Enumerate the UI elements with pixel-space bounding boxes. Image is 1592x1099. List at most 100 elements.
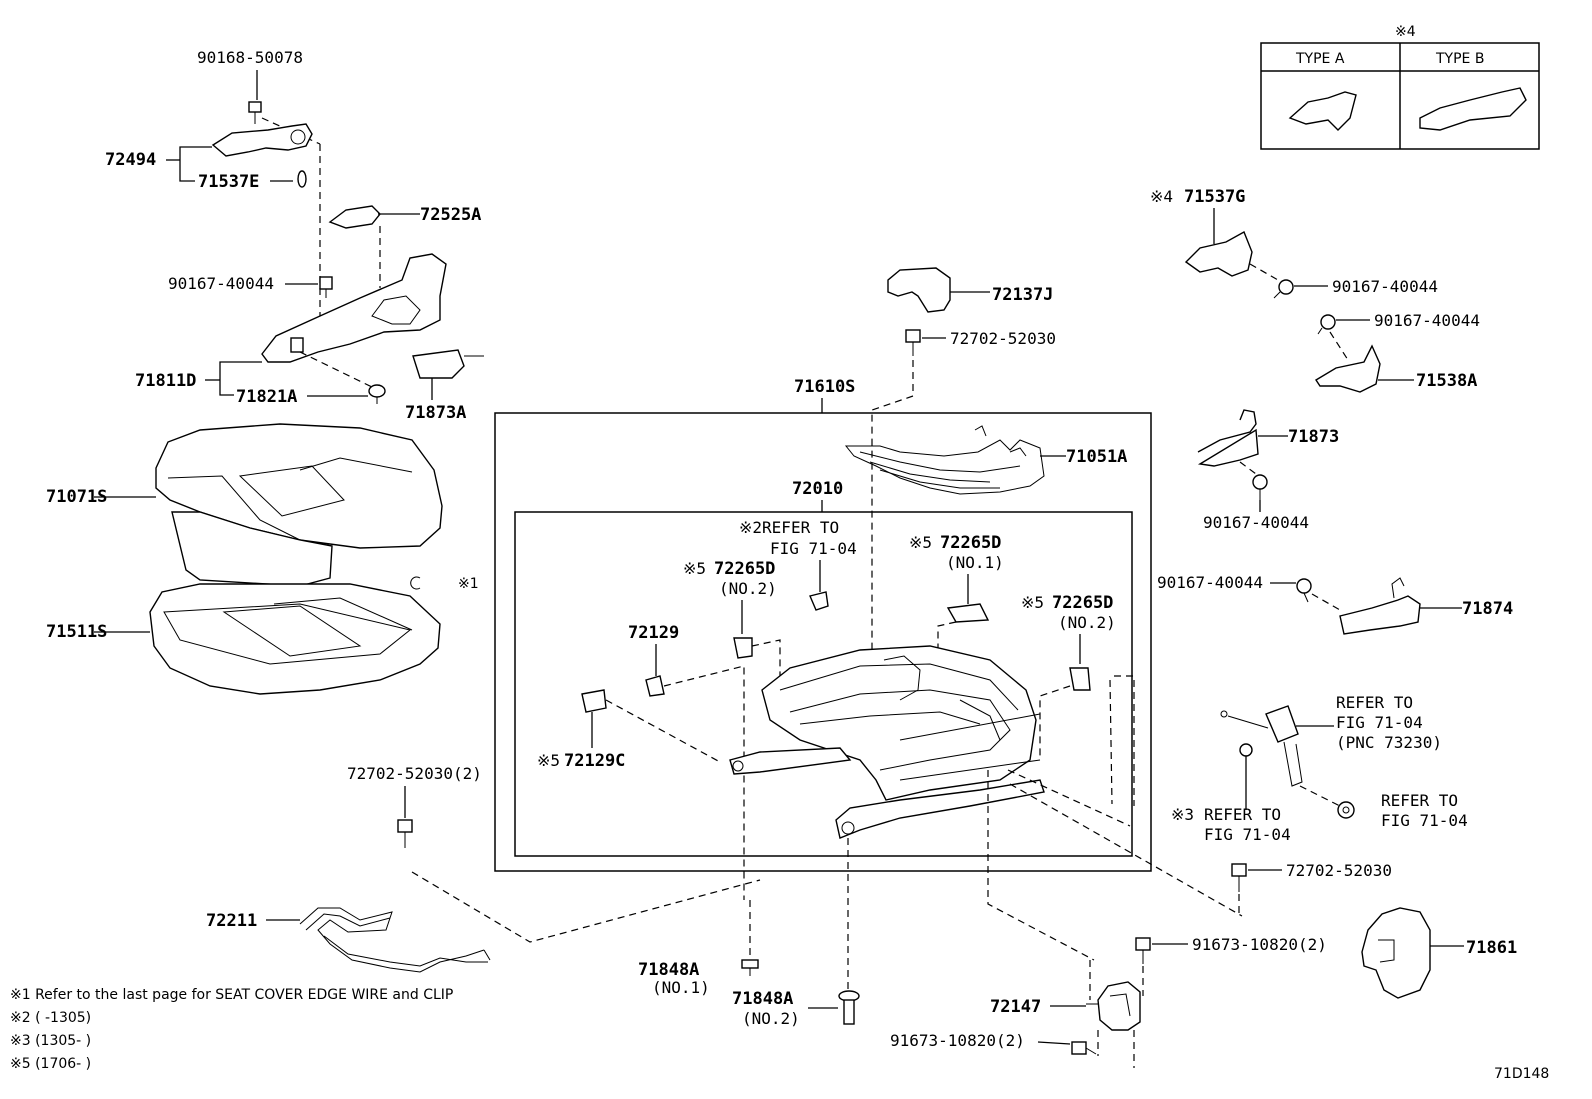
footnote-2: ※2 ( -1305) [10,1010,91,1026]
refer-nut-line1: REFER TO [1381,791,1458,810]
clip-72265D-no1-icon [946,603,990,623]
clip-72265D-no2-left-icon [733,637,753,659]
cover-72525A-icon [328,205,381,229]
clip-71821A-icon [290,337,304,353]
clip-72129C-icon [581,689,607,713]
seat-belt-buckle-icon [1220,705,1303,787]
refer2-line1: ※2REFER TO [739,518,839,537]
seat-frame-72010-icon [729,645,1045,839]
label-71811D: 71811D [135,371,196,391]
bracket-71873-icon [1197,409,1259,467]
bolt-icon [1296,578,1312,603]
wire-72211-icon [305,913,488,967]
footnote-4: ※5 (1706- ) [10,1056,91,1072]
label-71537G-mark: ※4 [1150,187,1173,206]
footnote-1: ※1 Refer to the last page for SEAT COVER… [10,987,453,1003]
spring-71051A-icon [844,439,1045,495]
label-71537E: 71537E [198,172,259,192]
label-72265D-right: 72265D [1052,593,1113,613]
cover-72137J-icon [887,267,951,313]
clip-72129-icon [645,675,665,697]
label-71873A: 71873A [405,403,466,423]
label-71511S: 71511S [46,622,107,642]
refer-belt-line2: FIG 71-04 [1336,713,1423,732]
footnote-3: ※3 (1305- ) [10,1033,91,1049]
seat-side-shield-71811D-icon [261,253,447,363]
label-71537G: 71537G [1184,187,1245,207]
type-a-label: TYPE A [1295,51,1345,67]
label-90167-40044-e: 90167-40044 [1157,573,1263,592]
refer2-line2: FIG 71-04 [770,539,857,558]
bolt-icon [905,329,921,356]
bolts-71848A-group: 71848A (NO.1) 71848A (NO.2) [638,838,860,1028]
label-90168-50078: 90168-50078 [197,48,303,67]
right-side-group: ※4 71537G 90167-40044 90167-40044 71538A… [890,187,1517,1068]
assembly-71610S-outline [494,412,1152,872]
label-71051A: 71051A [1066,447,1127,467]
label-90167-40044-a: 90167-40044 [168,274,274,293]
clip-72265D-no2-right-icon [1069,667,1091,691]
label-90167-40044-c: 90167-40044 [1374,311,1480,330]
bolt-icon [1135,937,1151,964]
label-72265D-left-mark: ※5 [683,559,706,578]
bolt-icon [1317,314,1336,335]
label-71874: 71874 [1462,599,1513,619]
label-72494: 72494 [105,150,156,170]
label-72147: 72147 [990,997,1041,1017]
label-72265D-top-mark: ※5 [909,533,932,552]
type-a-bracket-icon [1288,91,1357,131]
label-72265D-right-mark: ※5 [1021,593,1044,612]
assembly-72010-outline [514,511,1133,857]
bolt-icon [1273,279,1294,299]
bolt-71848A-no1-icon [741,959,759,976]
label-72702-52030-2: 72702-52030(2) [347,764,482,783]
label-71873: 71873 [1288,427,1339,447]
label-71861: 71861 [1466,938,1517,958]
label-72129C: 72129C [564,751,625,771]
seat-cushion-pad-71511S-icon [149,583,441,695]
clip-71537E-icon [297,170,307,188]
refer-belt-line3: (PNC 73230) [1336,733,1442,752]
refer3-line2: FIG 71-04 [1204,825,1291,844]
label-90167-40044-d: 90167-40044 [1203,513,1309,532]
label-71848A-2-sub: (NO.2) [742,1009,800,1028]
seat-cushion-group: 71071S ※1 71511S [46,423,479,695]
refer3-mark: ※3 [1171,805,1194,824]
note1-mark: ※1 [458,576,479,592]
label-72010: 72010 [792,479,843,499]
type-table-note-mark: ※4 [1395,24,1416,40]
refer-nut-line2: FIG 71-04 [1381,811,1468,830]
label-72211: 72211 [206,911,257,931]
label-71610S: 71610S [794,377,855,397]
label-72702-52030-a: 72702-52030 [950,329,1056,348]
bolt-icon [397,819,413,848]
type-table: ※4 TYPE A TYPE B [1260,24,1540,150]
label-72265D-left: 72265D [714,559,775,579]
bolt-icon [1071,1041,1097,1055]
clip-refer2-icon [809,591,829,611]
type-b-bracket-icon [1419,87,1527,131]
bolt-icon [319,276,333,298]
label-72129: 72129 [628,623,679,643]
refer3-line1: REFER TO [1204,805,1281,824]
seat-cover-skirt-icon [171,511,333,587]
label-91673-10820-2b: 91673-10820(2) [890,1031,1025,1050]
bolt-icon [1231,863,1247,892]
footnotes: ※1 Refer to the last page for SEAT COVER… [10,987,453,1072]
bracket-71538A-icon [1315,344,1381,393]
label-72265D-right-sub: (NO.2) [1058,613,1116,632]
label-71538A: 71538A [1416,371,1477,391]
seat-adjuster-group: 72137J 72702-52030 71610S 71051A 72010 ※… [494,267,1243,961]
label-72702-52030-b: 72702-52030 [1286,861,1392,880]
nut-icon [1337,801,1355,819]
label-90167-40044-b: 90167-40044 [1332,277,1438,296]
lower-left-group: 72702-52030(2) 72211 [206,764,761,973]
clip-71821A-fastener-icon [368,384,386,404]
seat-cushion-cover-71071S-icon [155,423,443,549]
label-72265D-left-sub: (NO.2) [719,579,777,598]
bracket-71537G-icon [1184,231,1253,277]
screw-icon [248,101,262,124]
label-72525A: 72525A [420,205,481,225]
label-71848A-1-sub: (NO.1) [652,978,710,997]
